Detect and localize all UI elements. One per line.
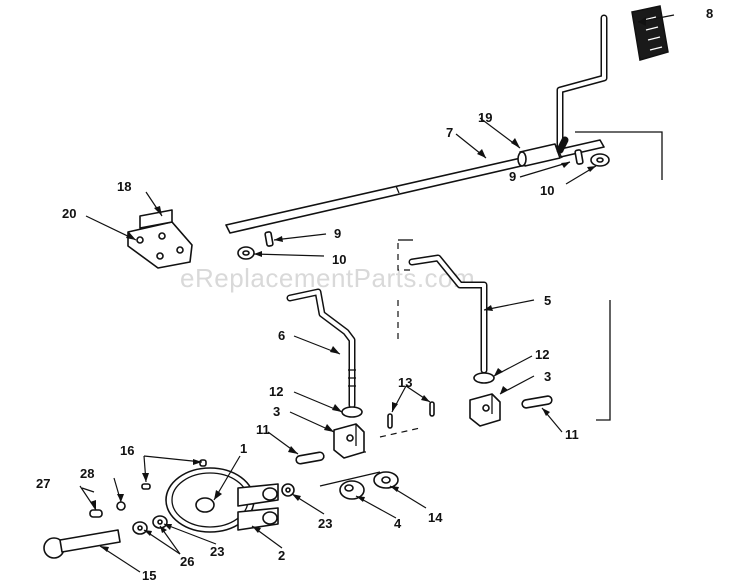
callout-1: 1 [240, 441, 247, 456]
shaft-pin-right [574, 149, 584, 165]
arrowheads [90, 17, 646, 552]
callout-9-left: 9 [334, 226, 341, 241]
washer-right [590, 153, 610, 167]
callout-11-left: 11 [256, 422, 270, 437]
pedal-arm [556, 14, 608, 154]
callout-14: 14 [428, 510, 443, 525]
callout-19: 19 [478, 110, 492, 125]
callout-10-right: 10 [540, 183, 554, 198]
callout-28: 28 [80, 466, 94, 481]
shaft-collar [517, 143, 561, 167]
link-rod-right [408, 254, 488, 374]
callout-5: 5 [544, 293, 551, 308]
carriage-bolt [43, 529, 121, 559]
watermark-text: eReplacementParts.com [180, 263, 475, 293]
callout-23-left: 23 [210, 544, 224, 559]
callout-20: 20 [62, 206, 76, 221]
nut-right [473, 372, 495, 384]
clevis-left [333, 423, 365, 459]
callout-3-right: 3 [544, 369, 551, 384]
callout-26: 26 [180, 554, 194, 569]
callout-27: 27 [36, 476, 50, 491]
callout-18: 18 [117, 179, 131, 194]
large-washer [373, 471, 399, 489]
callout-16: 16 [120, 443, 134, 458]
callout-15: 15 [142, 568, 156, 583]
small-bolt [89, 509, 103, 518]
clevis-pin-right [521, 395, 553, 409]
cotter-pins [387, 401, 435, 429]
spacer [339, 480, 365, 500]
callout-4: 4 [394, 516, 402, 531]
callout-23-right: 23 [318, 516, 332, 531]
washer-23-right [281, 483, 295, 497]
brake-band-assembly [165, 467, 279, 533]
nut-left [341, 406, 363, 418]
callout-9-right: 9 [509, 169, 516, 184]
lock-washer [116, 501, 126, 511]
callout-12-right: 12 [535, 347, 549, 362]
bolt-washers [132, 515, 168, 535]
callout-2: 2 [278, 548, 285, 563]
link-rod-left [286, 288, 356, 409]
mounting-bracket [127, 209, 193, 269]
pedal-pad-icon [631, 5, 669, 61]
washer-left [237, 246, 255, 260]
callout-11-right: 11 [565, 427, 579, 442]
callout-13: 13 [398, 375, 412, 390]
callout-8: 8 [706, 6, 713, 21]
callout-labels: 1 2 3 3 4 5 6 7 8 9 9 10 10 11 11 12 12 … [36, 6, 713, 583]
frame-outline [319, 131, 663, 487]
callout-10-left: 10 [332, 252, 346, 267]
clevis-right [469, 393, 501, 427]
shaft-pin-left [264, 231, 274, 247]
callout-12-left: 12 [269, 384, 283, 399]
callout-6: 6 [278, 328, 285, 343]
clevis-pin-left [295, 451, 325, 465]
callout-3-left: 3 [273, 404, 280, 419]
callout-7: 7 [446, 125, 453, 140]
